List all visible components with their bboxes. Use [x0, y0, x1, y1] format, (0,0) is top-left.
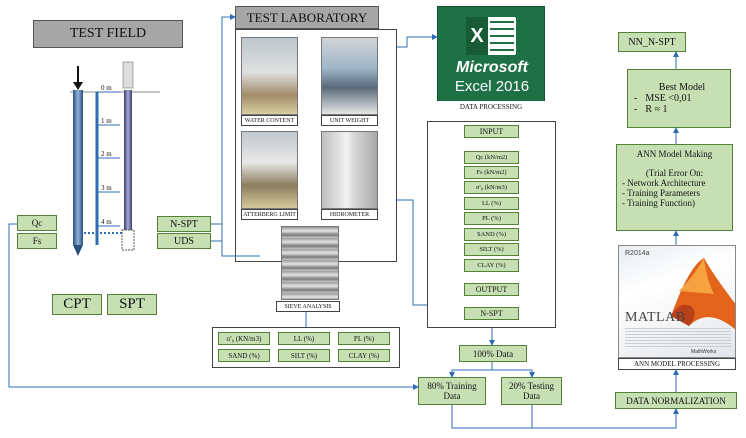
mse-value: MSE <0,01: [645, 93, 692, 104]
ann-model-making-title: ANN Model Making: [636, 149, 713, 159]
nspt-output: N-SPT: [157, 216, 211, 232]
excel-logo: X Microsoft Excel 2016: [437, 6, 545, 102]
lab-params-frame: [212, 327, 400, 368]
fs-output: Fs: [17, 233, 57, 249]
input-sand: SAND (%): [464, 228, 519, 241]
depth-label: 1 m: [101, 117, 112, 125]
cpt-rod: [73, 90, 83, 245]
spt-rod: [124, 90, 132, 230]
trial-item: - Network Architecture: [622, 178, 706, 188]
spt-label: SPT: [107, 294, 157, 315]
best-model-title: Best Model: [658, 82, 706, 93]
best-model: Best Model -MSE <0,01 -R ≈ 1: [627, 69, 731, 128]
nn-nspt-result: NN_N-SPT: [618, 32, 686, 52]
matlab-splash: R2014a MATLAB MathWorks: [618, 245, 736, 358]
atterberg-limit-photo: [241, 131, 298, 209]
water-content-label: WATER CONTENT: [241, 115, 298, 126]
trial-error-label: (Trial Error On:: [645, 168, 704, 178]
unit-weight-label: UNIT WEIGHT: [321, 115, 378, 126]
input-effective-stress: σ'₀ (kN/m3): [464, 181, 519, 194]
input-fs: Fs (kN/m2): [464, 166, 519, 179]
trial-item: - Training Function): [622, 198, 696, 208]
input-header: INPUT: [464, 125, 519, 138]
input-qc: Qc (kN/m2): [464, 151, 519, 164]
atterberg-limit-label: ATTERBERG LIMIT: [241, 209, 298, 220]
param-sand: SAND (%): [218, 349, 270, 362]
matlab-name: MATLAB: [625, 310, 686, 325]
processing-frame: [427, 121, 556, 328]
testing-data: 20% Testing Data: [501, 377, 562, 405]
param-clay: CLAY (%): [338, 349, 390, 362]
best-model-mse: -MSE <0,01: [634, 93, 692, 104]
excel-icon: X: [466, 17, 516, 55]
trial-item: - Training Parameters: [622, 188, 700, 198]
input-pl: PL (%): [464, 212, 519, 225]
param-effective-stress: σ'₀ (KN/m3): [218, 332, 270, 345]
water-content-photo: [241, 37, 298, 115]
param-ll: LL (%): [278, 332, 330, 345]
matlab-version: R2014a: [625, 250, 650, 257]
qc-output: Qc: [17, 215, 57, 231]
param-silt: SILT (%): [278, 349, 330, 362]
cpt-label: CPT: [52, 294, 102, 315]
hydrometer-label: HIDROMETER: [321, 209, 378, 220]
data-processing-caption: DATA PROCESSING: [437, 101, 545, 112]
mathworks-logo: MathWorks: [691, 349, 717, 355]
sieve-analysis-photo: [281, 226, 339, 300]
excel-product: Excel 2016: [454, 78, 530, 95]
ann-model-making: ANN Model Making (Trial Error On: - Netw…: [616, 144, 733, 231]
input-ll: LL (%): [464, 197, 519, 210]
output-nspt: N-SPT: [464, 307, 519, 320]
unit-weight-photo: [321, 37, 378, 115]
depth-label: 4 m: [101, 218, 112, 226]
output-header: OUTPUT: [464, 283, 519, 296]
test-laboratory-title: TEST LABORATORY: [235, 6, 379, 29]
sieve-analysis-label: SIEVE ANALYSIS: [276, 301, 340, 312]
r-value: R ≈ 1: [645, 104, 668, 115]
depth-label: 2 m: [101, 150, 112, 158]
hydrometer-photo: [321, 131, 378, 209]
depth-label: 0 m: [101, 84, 112, 92]
best-model-r: -R ≈ 1: [634, 104, 668, 115]
matlab-membrane-icon: [671, 258, 735, 330]
uds-output: UDS: [157, 233, 211, 249]
excel-brand: Microsoft: [456, 59, 528, 76]
input-clay: CLAY (%): [464, 259, 519, 272]
param-pl: PL (%): [338, 332, 390, 345]
input-silt: SILT (%): [464, 243, 519, 256]
depth-label: 3 m: [101, 184, 112, 192]
test-field-title: TEST FIELD: [33, 20, 183, 48]
